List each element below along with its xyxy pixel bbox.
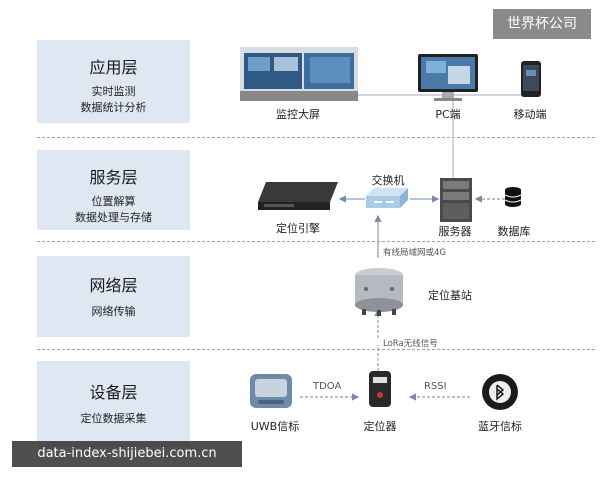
uwb-beacon-icon (250, 374, 292, 408)
video-wall-icon (240, 47, 358, 101)
label-switch: 交换机 (371, 174, 405, 187)
mobile-phone-icon (521, 61, 541, 97)
network-switch-icon (366, 188, 408, 208)
locator-icon (369, 371, 391, 407)
pc-monitor-icon (418, 54, 478, 101)
brand-badge: 世界杯公司 (493, 9, 591, 39)
layer-sub: 数据处理与存储 (75, 211, 152, 224)
layer-sub: 实时监测 (91, 85, 136, 98)
layer-network: 网络层 网络传输 (37, 256, 190, 337)
watermark: data-index-shijiebei.com.cn (12, 441, 242, 467)
server-icon (440, 178, 472, 222)
base-station-icon (355, 268, 403, 316)
label-lora: LoRa无线信号 (383, 339, 438, 349)
layer-application: 应用层 实时监测 数据统计分析 (37, 40, 190, 123)
layer-sub: 定位数据采集 (80, 412, 147, 425)
layer-separator (37, 137, 595, 138)
positioning-engine-icon (258, 182, 338, 210)
layer-service: 服务层 位置解算 数据处理与存储 (37, 150, 190, 230)
label-bluetooth: 蓝牙信标 (478, 420, 522, 433)
label-server: 服务器 (438, 225, 472, 238)
layer-sub: 网络传输 (91, 305, 136, 318)
layer-device: 设备层 定位数据采集 (37, 361, 190, 447)
bluetooth-beacon-icon (482, 374, 518, 410)
label-tdoa: TDOA (313, 381, 342, 392)
label-base-station: 定位基站 (428, 289, 472, 302)
label-uwb: UWB信标 (250, 420, 300, 433)
layer-title: 应用层 (89, 58, 138, 77)
layer-separator (37, 241, 595, 242)
layer-title: 服务层 (89, 168, 138, 187)
database-icon (504, 187, 522, 207)
layer-separator (37, 349, 595, 350)
label-screen: 监控大屏 (276, 108, 320, 121)
label-wired-link: 有线局域网或4G (383, 248, 446, 258)
layer-title: 网络层 (89, 276, 138, 295)
label-rssi: RSSI (424, 381, 447, 392)
label-engine: 定位引擎 (276, 222, 320, 235)
label-pc: PC端 (435, 108, 461, 121)
layer-sub: 位置解算 (91, 195, 136, 208)
label-locator: 定位器 (363, 420, 397, 433)
layer-sub: 数据统计分析 (80, 101, 147, 114)
layer-title: 设备层 (89, 383, 138, 402)
label-database: 数据库 (497, 225, 531, 238)
label-mobile: 移动端 (513, 108, 547, 121)
